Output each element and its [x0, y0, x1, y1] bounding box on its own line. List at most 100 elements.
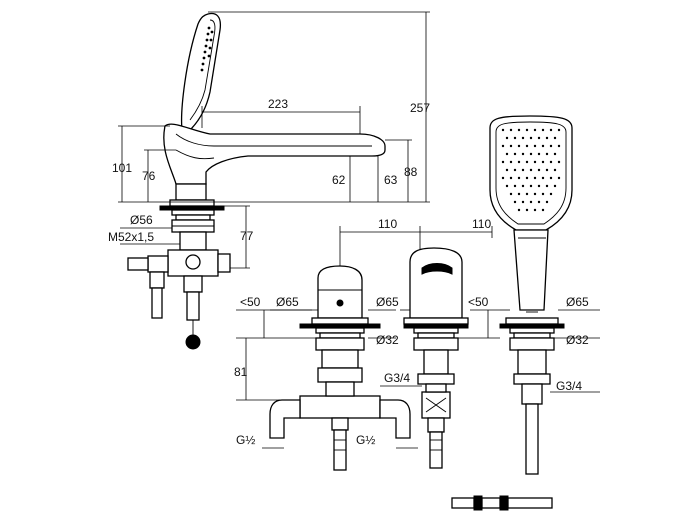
nozzle-dot: [557, 176, 561, 180]
mixer-handle: [317, 265, 363, 319]
mixer-leg-right: [379, 399, 411, 439]
nozzle-dot: [525, 176, 529, 180]
mixer-outlet-nut: [331, 417, 349, 431]
handshower-dimension-lines: [500, 309, 600, 393]
nozzle-dot: [553, 136, 557, 140]
nozzle-dot: [541, 128, 545, 132]
mixer-nut: [315, 337, 365, 351]
label-o65-diverter: Ø65: [376, 295, 399, 309]
mixer-indicator: [336, 299, 344, 307]
lower-hose-nut: [183, 275, 203, 293]
label-o32-handshower: Ø32: [566, 333, 589, 347]
mixer-leg-left: [269, 399, 301, 439]
handshower-head: [489, 115, 573, 231]
nozzle-dot: [541, 208, 545, 212]
nozzle-dot: [557, 128, 561, 132]
nozzle-dot: [537, 200, 541, 204]
nozzle-dot: [501, 176, 505, 180]
handshower-washer-b: [513, 332, 551, 339]
nozzle-dot: [549, 128, 553, 132]
nozzle-dot: [533, 192, 537, 196]
handshower-hose-nut: [521, 383, 543, 405]
nozzle-dot: [541, 192, 545, 196]
nozzle-dot: [505, 168, 509, 172]
nozzle-dot: [537, 184, 541, 188]
nozzle-dot: [537, 168, 541, 172]
label-223: 223: [268, 97, 288, 111]
diverter-outlet-nut: [427, 417, 445, 433]
label-lt50-right: <50: [468, 295, 489, 309]
nozzle-dot: [501, 160, 505, 164]
lower-hose-end: [185, 334, 201, 350]
label-m52: M52x1,5: [108, 230, 154, 244]
nozzle-dot: [517, 192, 521, 196]
connector-left: [451, 497, 475, 509]
nozzle-dot: [557, 160, 561, 164]
nozzle-dot: [533, 176, 537, 180]
label-g34-diverter: G3/4: [384, 371, 410, 385]
nozzle-dot: [541, 176, 545, 180]
nozzle-dot: [537, 152, 541, 156]
nozzle-dot: [521, 184, 525, 188]
nozzle-dot: [549, 160, 553, 164]
nozzle-dot: [549, 176, 553, 180]
diverter-port: [185, 254, 201, 270]
diverter-nut: [413, 337, 459, 351]
nozzle-dot: [501, 128, 505, 132]
nozzle-dot: [521, 168, 525, 172]
nozzle-dot: [513, 200, 517, 204]
label-88: 88: [404, 165, 418, 179]
spout-body: [163, 123, 386, 185]
diverter-inlet: [147, 255, 169, 273]
nozzle-dot: [513, 184, 517, 188]
connector-nut-right: [499, 495, 509, 511]
diverter-thread: [423, 349, 449, 375]
nozzle-dot: [501, 144, 505, 148]
handshower-assembly: [489, 115, 573, 475]
nozzle-dot: [541, 160, 545, 164]
diverter-washer-b: [417, 332, 455, 339]
spout-underside: [175, 149, 215, 160]
connector-right: [507, 497, 553, 509]
spout-washer-b: [175, 214, 211, 221]
spout-edge: [175, 133, 372, 147]
resting-handshower-nozzles: [200, 26, 214, 72]
nozzle-dot: [525, 128, 529, 132]
nozzle-dot: [545, 200, 549, 204]
nozzle-dot: [553, 168, 557, 172]
spout-column: [175, 183, 207, 201]
diverter-washer-a: [413, 327, 459, 334]
dimension-labels: 223 257 101 76 62 63 88 Ø56 M52x1,5 77 1…: [108, 97, 589, 447]
connector-mid: [481, 497, 501, 509]
mixer-assembly: [269, 265, 411, 471]
nozzle-dot: [545, 184, 549, 188]
label-lt50-left: <50: [240, 295, 261, 309]
diverter-handle-slot: [421, 263, 453, 275]
nozzle-dot: [553, 184, 557, 188]
handshower-face: [495, 121, 567, 225]
mixer-washer-b: [319, 332, 361, 339]
nozzle-dot: [545, 168, 549, 172]
nozzle-dot: [517, 160, 521, 164]
label-62: 62: [332, 173, 346, 187]
lower-hose: [186, 291, 200, 321]
nozzle-dot: [509, 128, 513, 132]
nozzle-dot: [553, 152, 557, 156]
nozzle-dot: [513, 136, 517, 140]
label-110-right: 110: [472, 217, 491, 231]
nozzle-dot: [549, 144, 553, 148]
left-hose-nut: [149, 271, 165, 289]
nozzle-dot: [505, 184, 509, 188]
nozzle-dot: [517, 176, 521, 180]
nozzle-dot: [533, 128, 537, 132]
spout-washer-a: [171, 209, 215, 216]
label-g12-left: G½: [236, 433, 255, 447]
spout-flange: [169, 199, 215, 207]
handshower-nozzles: [501, 128, 561, 212]
spout-dimension-lines: [118, 11, 430, 269]
diverter-inlet-nut: [127, 257, 149, 271]
nozzle-dot: [533, 144, 537, 148]
mixer-body: [299, 395, 381, 419]
